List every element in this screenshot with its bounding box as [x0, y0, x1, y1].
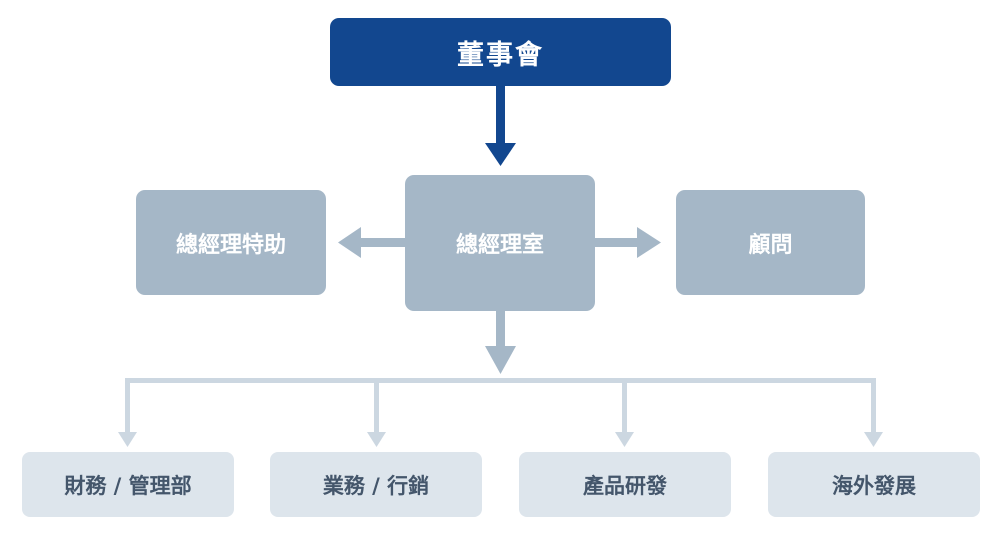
department-node-overseas-development: 海外發展: [768, 452, 980, 517]
department-label: 海外發展: [832, 473, 916, 498]
board-of-directors-node: 董事會: [330, 18, 671, 86]
dept-drop-3: [871, 378, 876, 434]
dept-drop-0: [125, 378, 130, 434]
general-manager-office-label: 總經理室: [455, 233, 544, 258]
department-label: 財務 / 管理部: [64, 473, 192, 498]
department-node-product-rd: 產品研發: [519, 452, 731, 517]
gm-to-advisor-arrow-head: [637, 227, 661, 258]
gm-special-assistant-node: 總經理特助: [136, 190, 326, 295]
dept-drop-0-head: [118, 432, 137, 447]
department-node-finance-management: 財務 / 管理部: [22, 452, 234, 517]
board-to-gm-arrow-shaft: [496, 86, 505, 144]
dept-drop-2: [622, 378, 627, 434]
dept-drop-3-head: [864, 432, 883, 447]
gm-special-assistant-label: 總經理特助: [175, 232, 286, 258]
gm-to-assistant-arrow-shaft: [358, 238, 405, 247]
dept-drop-1: [374, 378, 379, 434]
department-node-sales-marketing: 業務 / 行銷: [270, 452, 482, 517]
general-manager-office-node: 總經理室: [405, 175, 595, 311]
advisor-node: 顧問: [676, 190, 865, 295]
department-label: 業務 / 行銷: [322, 473, 430, 498]
gm-to-depts-arrow-shaft: [496, 311, 505, 347]
dept-distribution-bar: [125, 378, 876, 383]
gm-to-assistant-arrow-head: [338, 227, 361, 258]
advisor-label: 顧問: [748, 232, 793, 258]
board-of-directors-label: 董事會: [457, 39, 544, 71]
board-to-gm-arrow-head: [485, 143, 516, 166]
dept-drop-2-head: [615, 432, 634, 447]
dept-drop-1-head: [367, 432, 386, 447]
gm-to-advisor-arrow-shaft: [595, 238, 640, 247]
department-label: 產品研發: [583, 473, 667, 498]
gm-to-depts-arrow-head: [485, 346, 516, 374]
